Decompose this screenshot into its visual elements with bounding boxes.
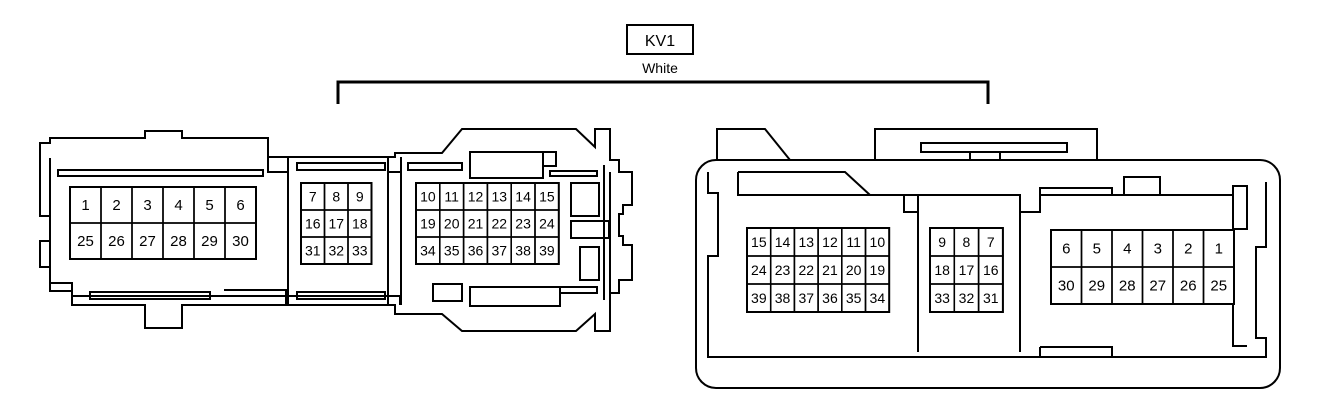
pin-number: 25 [1210, 278, 1227, 295]
pin-cell [864, 283, 890, 313]
pin-number: 10 [420, 189, 436, 205]
pin-number: 15 [539, 189, 555, 205]
left-block-a: 1 2 3 4 5 6 25 26 27 28 29 30 [69, 186, 257, 260]
pin-number: 19 [870, 262, 886, 278]
pin-number: 28 [1119, 278, 1136, 295]
pin-number: 16 [983, 262, 999, 278]
connector-color-text: White [642, 60, 678, 76]
pin-number: 33 [934, 290, 950, 306]
pin-number: 5 [1093, 241, 1101, 258]
pin-number: 37 [798, 290, 814, 306]
pin-number: 8 [332, 189, 340, 205]
pin-number: 16 [305, 216, 321, 232]
pin-number: 4 [1123, 241, 1131, 258]
pin-number: 17 [328, 216, 344, 232]
pin-number: 9 [938, 234, 946, 250]
pin-number: 3 [143, 197, 151, 214]
pin-number: 25 [77, 233, 94, 250]
pin-number: 31 [305, 243, 321, 259]
pin-number: 7 [309, 189, 317, 205]
pin-number: 15 [751, 234, 767, 250]
pin-number: 38 [515, 243, 531, 259]
pin-number: 24 [751, 262, 767, 278]
pin-number: 36 [468, 243, 484, 259]
pin-number: 30 [232, 233, 249, 250]
pin-number: 28 [170, 233, 187, 250]
pin-number: 24 [539, 216, 555, 232]
pin-number: 17 [959, 262, 975, 278]
pin-number: 27 [139, 233, 156, 250]
pin-number: 29 [201, 233, 218, 250]
pin-number: 1 [1215, 241, 1223, 258]
pin-number: 26 [1180, 278, 1197, 295]
pin-number: 1 [81, 197, 89, 214]
pin-cell [1202, 266, 1235, 305]
pin-number: 2 [112, 197, 120, 214]
pin-number: 35 [444, 243, 460, 259]
pin-number: 2 [1184, 241, 1192, 258]
pin-number: 21 [468, 216, 484, 232]
pin-number: 18 [934, 262, 950, 278]
pin-number: 31 [983, 290, 999, 306]
pin-number: 11 [846, 234, 861, 250]
pin-number: 19 [420, 216, 436, 232]
pin-number: 4 [174, 197, 182, 214]
pin-number: 20 [846, 262, 862, 278]
right-block-a: 15 14 13 12 11 10 24 23 22 21 20 19 39 38 37 36 35 34 [746, 227, 891, 313]
pin-number: 14 [775, 234, 791, 250]
pin-number: 26 [108, 233, 125, 250]
pin-number: 37 [492, 243, 508, 259]
pin-number: 13 [492, 189, 508, 205]
pin-number: 39 [751, 290, 767, 306]
pin-number: 29 [1088, 278, 1105, 295]
pin-number: 23 [775, 262, 791, 278]
pin-number: 36 [822, 290, 838, 306]
left-connector-housing [39, 128, 633, 332]
pin-number: 38 [775, 290, 791, 306]
pin-number: 14 [515, 189, 531, 205]
pin-number: 9 [356, 189, 364, 205]
pin-cell [347, 236, 373, 265]
pin-number: 7 [987, 234, 995, 250]
pin-number: 8 [963, 234, 971, 250]
pin-number: 23 [515, 216, 531, 232]
left-block-c: 10 11 12 13 14 15 19 20 21 22 23 24 34 35 36 37 38 39 [415, 182, 560, 265]
pin-cell [977, 283, 1004, 313]
connector-bracket [336, 80, 990, 104]
connector-label-box [626, 24, 694, 55]
pin-number: 34 [420, 243, 436, 259]
right-block-c: 6 5 4 3 2 1 30 29 28 27 26 25 [1050, 229, 1235, 305]
pin-number: 22 [798, 262, 814, 278]
pin-number: 39 [539, 243, 555, 259]
pin-number: 11 [444, 189, 459, 205]
pin-number: 12 [822, 234, 838, 250]
pin-number: 22 [492, 216, 508, 232]
pin-number: 35 [846, 290, 862, 306]
connector-label-group: KV1 White [626, 24, 694, 76]
connector-label: KV1 [645, 33, 675, 50]
pin-cell [534, 236, 560, 265]
pin-number: 32 [328, 243, 344, 259]
pin-number: 21 [822, 262, 838, 278]
pin-number: 33 [352, 243, 368, 259]
pin-number: 3 [1154, 241, 1162, 258]
pin-number: 18 [352, 216, 368, 232]
pin-number: 5 [205, 197, 213, 214]
pin-number: 10 [870, 234, 886, 250]
pin-number: 13 [798, 234, 814, 250]
pin-number: 6 [1062, 241, 1070, 258]
pin-number: 32 [959, 290, 975, 306]
pin-number: 30 [1058, 278, 1075, 295]
pin-number: 20 [444, 216, 460, 232]
pin-number: 12 [468, 189, 484, 205]
pin-cell [224, 222, 257, 260]
pin-number: 6 [236, 197, 244, 214]
pin-number: 27 [1149, 278, 1166, 295]
pin-number: 34 [870, 290, 886, 306]
